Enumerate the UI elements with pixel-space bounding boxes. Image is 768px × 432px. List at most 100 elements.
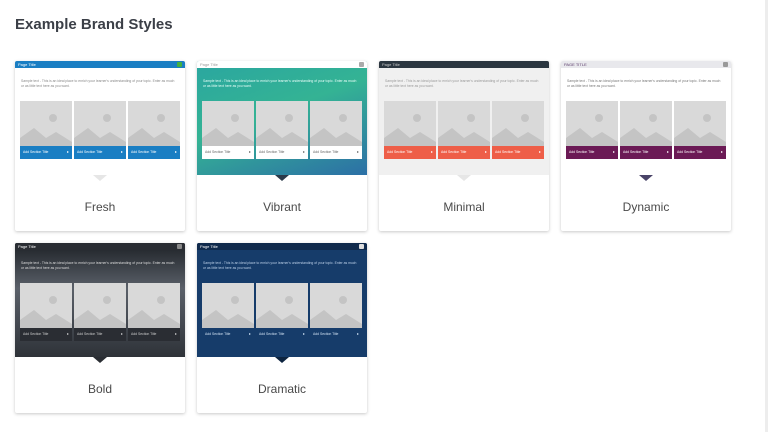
section-title-bar: Add Section Title: [620, 146, 672, 159]
chevron-right-icon: [175, 333, 177, 335]
section-title-text: Add Section Title: [313, 150, 339, 154]
section-title-bar: Add Section Title: [566, 146, 618, 159]
brand-style-name: Bold: [87, 382, 113, 396]
section-title-bar: Add Section Title: [256, 146, 308, 159]
preview-tile: Add Section Title: [74, 283, 126, 341]
section-title-text: Add Section Title: [77, 332, 103, 336]
chevron-right-icon: [485, 151, 487, 153]
preview-tiles: Add Section Title Add Section Title: [202, 101, 362, 159]
pointer-notch: [93, 175, 107, 181]
section-title-bar: Add Section Title: [128, 146, 180, 159]
preview-tile: Add Section Title: [128, 101, 180, 159]
image-placeholder-icon: [492, 101, 544, 146]
style-preview-thumbnail: PAGE TITLE Sample text - This is an idea…: [561, 61, 731, 175]
preview-page-title: Page Title: [200, 244, 218, 249]
preview-tile: Add Section Title: [20, 283, 72, 341]
section-title-text: Add Section Title: [569, 150, 595, 154]
preview-tile: Add Section Title: [384, 101, 436, 159]
chevron-right-icon: [613, 151, 615, 153]
chevron-right-icon: [249, 151, 251, 153]
image-placeholder-icon: [310, 283, 362, 328]
image-placeholder-icon: [128, 283, 180, 328]
preview-sample-text: Sample text - This is an ideal place to …: [203, 261, 357, 270]
scrollbar-track[interactable]: [765, 0, 768, 432]
brand-style-name: Dynamic: [622, 200, 670, 214]
menu-icon: [723, 62, 728, 67]
preview-title-bar: Page Title: [15, 243, 185, 250]
image-placeholder-icon: [202, 101, 254, 146]
style-preview-thumbnail: Page Title Sample text - This is an idea…: [197, 243, 367, 357]
image-placeholder-icon: [256, 283, 308, 328]
image-placeholder-icon: [566, 101, 618, 146]
chevron-right-icon: [175, 151, 177, 153]
chevron-right-icon: [357, 333, 359, 335]
section-title-text: Add Section Title: [205, 332, 231, 336]
chevron-right-icon: [67, 333, 69, 335]
chevron-right-icon: [249, 333, 251, 335]
section-title-bar: Add Section Title: [310, 146, 362, 159]
image-placeholder-icon: [74, 283, 126, 328]
preview-tile: Add Section Title: [256, 283, 308, 341]
section-title-text: Add Section Title: [77, 150, 103, 154]
preview-tile: Add Section Title: [566, 101, 618, 159]
section-title-text: Add Section Title: [131, 150, 157, 154]
chevron-right-icon: [431, 151, 433, 153]
image-placeholder-icon: [20, 283, 72, 328]
preview-page-title: Page Title: [200, 62, 218, 67]
preview-tiles: Add Section Title Add Section Title: [384, 101, 544, 159]
section-title-bar: Add Section Title: [310, 328, 362, 341]
section-title-text: Add Section Title: [205, 150, 231, 154]
image-placeholder-icon: [674, 101, 726, 146]
menu-icon: [359, 244, 364, 249]
brand-style-name: Vibrant: [263, 200, 301, 214]
brand-style-card-minimal[interactable]: Page Title Sample text - This is an idea…: [379, 61, 549, 231]
chevron-right-icon: [67, 151, 69, 153]
section-title-bar: Add Section Title: [74, 328, 126, 341]
section-title-bar: Add Section Title: [674, 146, 726, 159]
pointer-notch: [639, 175, 653, 181]
section-title-bar: Add Section Title: [20, 328, 72, 341]
chevron-right-icon: [357, 151, 359, 153]
brand-style-card-bold[interactable]: Page Title Sample text - This is an idea…: [15, 243, 185, 413]
preview-tile: Add Section Title: [74, 101, 126, 159]
section-title-bar: Add Section Title: [438, 146, 490, 159]
preview-tile: Add Section Title: [620, 101, 672, 159]
preview-tile: Add Section Title: [202, 101, 254, 159]
preview-page-title: Page Title: [382, 62, 400, 67]
style-preview-thumbnail: Page Title Sample text - This is an idea…: [197, 61, 367, 175]
image-placeholder-icon: [202, 283, 254, 328]
preview-page-title: Page Title: [18, 244, 36, 249]
section-title-bar: Add Section Title: [256, 328, 308, 341]
preview-tiles: Add Section Title Add Section Title: [20, 101, 180, 159]
image-placeholder-icon: [620, 101, 672, 146]
preview-tile: Add Section Title: [310, 283, 362, 341]
pointer-notch: [275, 357, 289, 363]
preview-title-bar: Page Title: [15, 61, 185, 68]
preview-tile: Add Section Title: [256, 101, 308, 159]
brand-style-name: Dramatic: [257, 382, 306, 396]
section-title-text: Add Section Title: [441, 150, 467, 154]
brand-style-card-dynamic[interactable]: PAGE TITLE Sample text - This is an idea…: [561, 61, 731, 231]
menu-icon: [177, 244, 182, 249]
preview-title-bar: Page Title: [197, 61, 367, 68]
section-title-text: Add Section Title: [23, 150, 49, 154]
image-placeholder-icon: [310, 101, 362, 146]
preview-tile: Add Section Title: [128, 283, 180, 341]
chevron-right-icon: [121, 333, 123, 335]
menu-icon: [177, 62, 182, 67]
section-title-bar: Add Section Title: [202, 146, 254, 159]
menu-icon: [359, 62, 364, 67]
chevron-right-icon: [667, 151, 669, 153]
section-title-text: Add Section Title: [23, 332, 49, 336]
chevron-right-icon: [303, 333, 305, 335]
brand-style-card-vibrant[interactable]: Page Title Sample text - This is an idea…: [197, 61, 367, 231]
preview-tile: Add Section Title: [492, 101, 544, 159]
section-title-text: Add Section Title: [313, 332, 339, 336]
preview-page-title: Page Title: [18, 62, 36, 67]
brand-style-card-fresh[interactable]: Page Title Sample text - This is an idea…: [15, 61, 185, 231]
section-title-text: Add Section Title: [259, 150, 285, 154]
chevron-right-icon: [539, 151, 541, 153]
image-placeholder-icon: [128, 101, 180, 146]
brand-style-card-dramatic[interactable]: Page Title Sample text - This is an idea…: [197, 243, 367, 413]
image-placeholder-icon: [438, 101, 490, 146]
